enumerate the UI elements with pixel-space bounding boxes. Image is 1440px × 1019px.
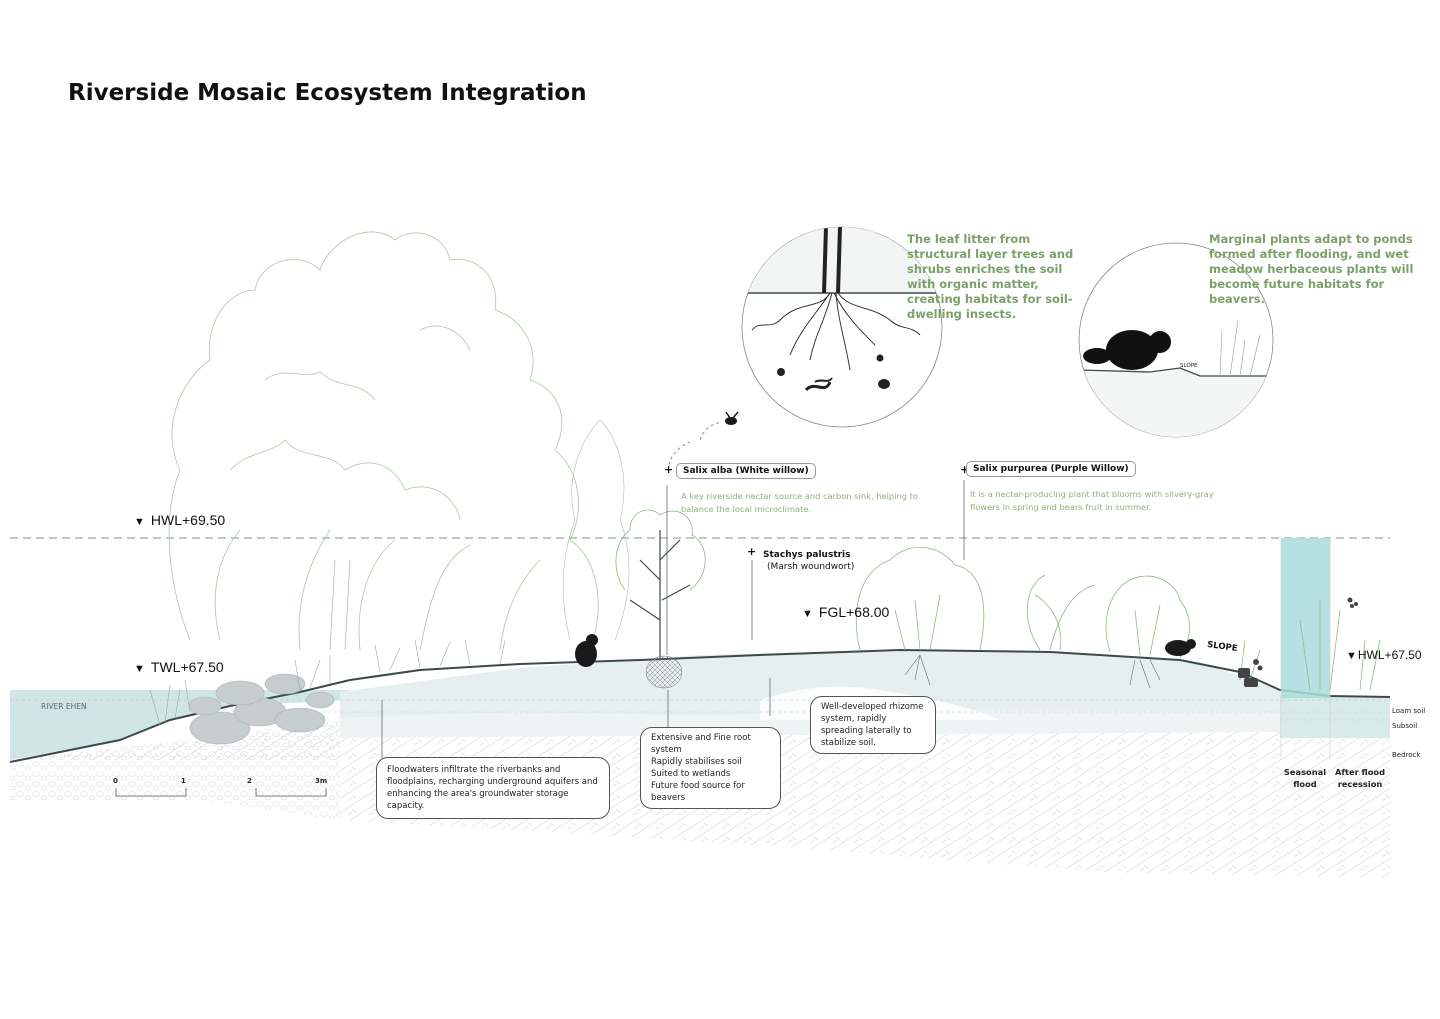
stachys-name: Stachys palustris: [763, 550, 851, 560]
page-title: Riverside Mosaic Ecosystem Integration: [68, 80, 587, 106]
subsoil-label: Subsoil: [1392, 722, 1418, 730]
stachys-common: (Marsh woundwort): [767, 562, 855, 572]
loam-label: Loam soil: [1392, 707, 1426, 715]
salix-alba-desc: A key riverside nectar source and carbon…: [681, 491, 918, 514]
after-flood-label: After flood recession: [1334, 767, 1386, 789]
level-marker-icon: ▼: [134, 516, 145, 528]
scale-tick: 3m: [315, 777, 328, 785]
hwl-high-marker: ▼ HWL+69.50: [134, 512, 225, 528]
background-tree-outline: [168, 231, 599, 651]
roots-line: Rapidly stabilises soil: [651, 757, 742, 767]
level-marker-icon: ▼: [134, 663, 145, 675]
floodwaters-callout: Floodwaters infiltrate the riverbanks an…: [376, 757, 610, 819]
leaf-litter-note: The leaf litter from structural layer tr…: [907, 232, 1074, 321]
slope-stones: [1238, 597, 1358, 687]
shrubs: [855, 546, 1381, 691]
scale-tick: 0: [113, 777, 118, 785]
roots-line: Future food source for beavers: [651, 781, 745, 803]
twl-marker: ▼ TWL+67.50: [134, 659, 224, 675]
fgl-marker: ▼ FGL+68.00: [802, 604, 889, 620]
roots-line: Extensive and Fine root system: [651, 733, 751, 755]
roots-line: Suited to wetlands: [651, 769, 731, 779]
roots-callout: Extensive and Fine root system Rapidly s…: [640, 727, 781, 809]
plus-icon: +: [747, 545, 757, 558]
beaver-silhouettes: [575, 634, 1196, 667]
hwl-right-marker: ▼HWL+67.50: [1346, 648, 1422, 662]
marginal-plants-note: Marginal plants adapt to ponds formed af…: [1209, 232, 1414, 306]
insect-icon: [668, 411, 739, 466]
scale-tick: 1: [181, 777, 186, 785]
beaver-habitat-circle: [1078, 242, 1274, 438]
twl-label: TWL+67.50: [150, 659, 224, 675]
salix-purpurea-tag: Salix purpurea (Purple Willow): [966, 461, 1136, 477]
river-boulders: [188, 673, 335, 745]
salix-alba-tag: Salix alba (White willow): [676, 463, 816, 479]
reeds: [149, 639, 506, 726]
slope-small-label: SLOPE: [1180, 363, 1198, 369]
river-water: [10, 690, 350, 760]
plus-icon: +: [960, 463, 970, 476]
scale-bar-lines: [115, 788, 327, 797]
bedrock-label: Bedrock: [1392, 751, 1421, 759]
river-water-right: [1280, 695, 1390, 738]
salix-purpurea-desc: It is a nectar-producing plant that bloo…: [970, 489, 1214, 512]
seasonal-flood-label: Seasonal flood: [1283, 767, 1327, 789]
left-sapling: [562, 419, 630, 641]
root-systems: [904, 654, 1161, 689]
stachys-label: Stachys palustris (Marsh woundwort): [763, 549, 854, 573]
scale-tick: 2: [247, 777, 252, 785]
hwl-high-label: HWL+69.50: [150, 512, 226, 528]
white-willow-tree: [615, 509, 706, 689]
hwl-right-label: HWL+67.50: [1357, 648, 1422, 662]
level-marker-icon: ▼: [802, 608, 813, 620]
plus-icon: +: [664, 463, 674, 476]
rhizome-callout: Well-developed rhizome system, rapidly s…: [810, 696, 936, 754]
leader-lines: [381, 480, 965, 758]
level-marker-icon: ▼: [1346, 650, 1357, 662]
fgl-label: FGL+68.00: [818, 604, 890, 620]
seasonal-flood-column: [1281, 538, 1330, 698]
river-label: RIVER EHEN: [41, 702, 87, 711]
